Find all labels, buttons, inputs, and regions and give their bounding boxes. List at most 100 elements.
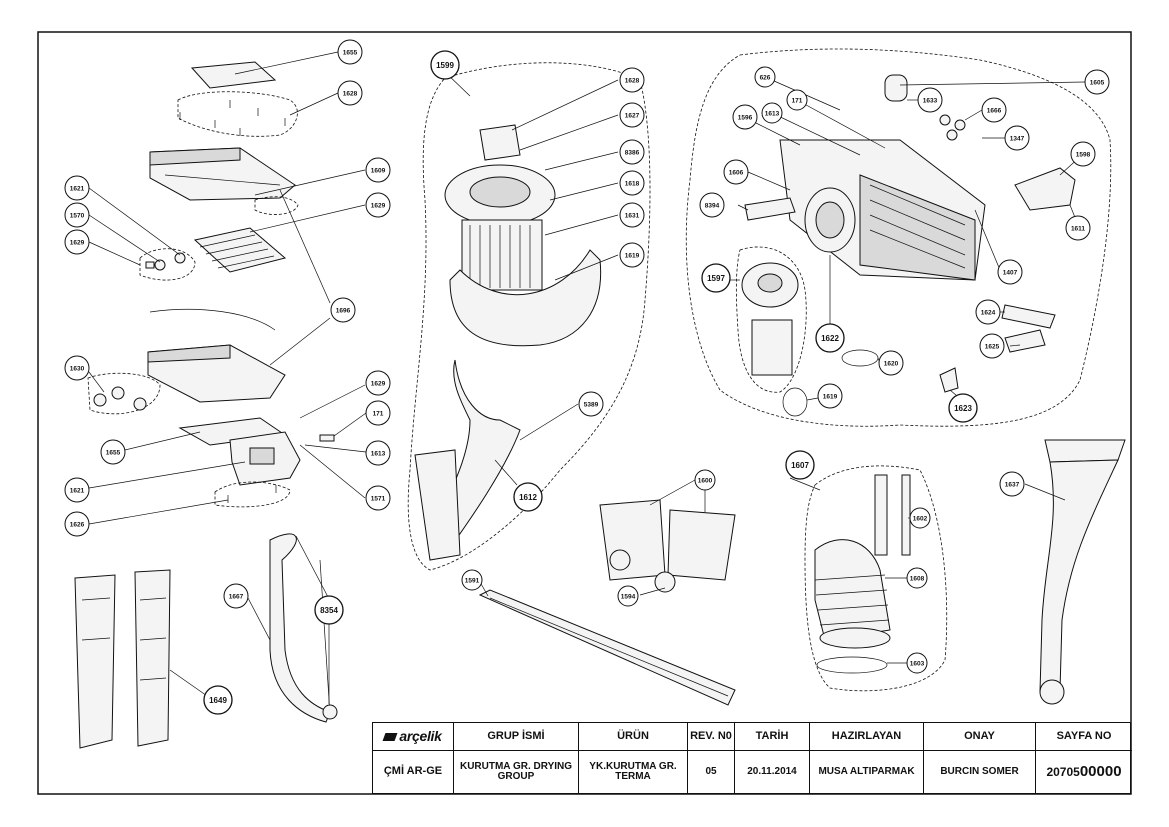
- svg-text:8386: 8386: [625, 150, 640, 157]
- fan-leaders: [444, 71, 619, 486]
- svg-text:1621: 1621: [70, 186, 85, 193]
- callout-1666: 1666: [981, 97, 1007, 123]
- part-hinge-brackets: [599, 479, 736, 596]
- part-pin-sensor: [304, 412, 367, 453]
- svg-text:1613: 1613: [371, 451, 386, 458]
- svg-text:1620: 1620: [884, 361, 899, 368]
- callout-1607: 1607: [785, 450, 815, 480]
- svg-text:1622: 1622: [821, 334, 839, 343]
- svg-text:1696: 1696: [336, 308, 351, 315]
- callout-1600: 1600: [694, 469, 716, 491]
- callout-1655a: 1655: [337, 39, 363, 65]
- callout-1633: 1633: [917, 87, 943, 113]
- part-ring-terminals: [87, 371, 161, 415]
- part-support-rail: [478, 581, 736, 706]
- callout-1667: 1667: [223, 583, 249, 609]
- svg-text:1626: 1626: [70, 522, 85, 529]
- callout-8354: 8354: [314, 595, 344, 625]
- svg-text:1630: 1630: [70, 366, 85, 373]
- callout-8394: 8394: [699, 192, 725, 218]
- header-rev: REV. N0: [688, 723, 735, 751]
- callout-1629c: 1629: [365, 370, 391, 396]
- callout-1619a: 1619: [619, 242, 645, 268]
- svg-text:1599: 1599: [436, 61, 454, 70]
- svg-text:5389: 5389: [584, 402, 599, 409]
- part-small-fan: [735, 246, 807, 393]
- part-screw-group-bottom: [88, 481, 291, 525]
- svg-text:1655: 1655: [106, 450, 121, 457]
- svg-text:1619: 1619: [823, 394, 838, 401]
- callout-1630: 1630: [64, 355, 90, 381]
- part-screw-group-top: [177, 91, 339, 137]
- svg-text:1603: 1603: [910, 661, 925, 668]
- part-heat-exchanger: [779, 139, 986, 281]
- callout-1347: 1347: [1004, 125, 1030, 151]
- svg-text:1613: 1613: [765, 111, 780, 118]
- svg-text:1611: 1611: [1071, 226, 1085, 233]
- svg-text:1597: 1597: [707, 274, 725, 283]
- callout-1571: 1571: [365, 485, 391, 511]
- part-fan-motor: [444, 124, 556, 291]
- svg-text:1612: 1612: [519, 493, 537, 502]
- callout-1627: 1627: [619, 102, 645, 128]
- part-air-duct: [1024, 439, 1126, 705]
- brand-mark-icon: [382, 732, 398, 741]
- callout-1570: 1570: [64, 202, 90, 228]
- svg-text:1625: 1625: [985, 344, 1000, 351]
- value-approval: BURCIN SOMER: [924, 751, 1036, 793]
- callout-1613a: 1613: [365, 440, 391, 466]
- svg-text:1596: 1596: [738, 115, 753, 122]
- svg-text:1629: 1629: [371, 203, 386, 210]
- svg-text:1633: 1633: [923, 98, 938, 105]
- svg-text:1407: 1407: [1003, 270, 1018, 277]
- header-prepared: HAZIRLAYAN: [810, 723, 924, 751]
- svg-text:1629: 1629: [371, 381, 386, 388]
- callout-1696: 1696: [330, 297, 356, 323]
- svg-text:1666: 1666: [987, 108, 1002, 115]
- callout-1611: 1611: [1065, 215, 1091, 241]
- svg-text:1621: 1621: [70, 488, 85, 495]
- exchanger-leaders: [730, 76, 1086, 402]
- svg-text:1609: 1609: [371, 168, 386, 175]
- header-page: SAYFA NO: [1036, 723, 1132, 751]
- svg-text:1655: 1655: [343, 50, 358, 57]
- svg-text:171: 171: [373, 411, 384, 418]
- callout-1407: 1407: [997, 259, 1023, 285]
- exchanger-assembly-boundary: [685, 48, 1112, 427]
- callout-1622: 1622: [815, 323, 845, 353]
- svg-text:1637: 1637: [1005, 482, 1020, 489]
- svg-text:1605: 1605: [1090, 80, 1105, 87]
- value-product: YK.KURUTMA GR. TERMA: [579, 751, 688, 793]
- callout-1598: 1598: [1070, 141, 1096, 167]
- header-approval: ONAY: [924, 723, 1036, 751]
- svg-text:171: 171: [792, 98, 803, 105]
- callout-1628a: 1628: [337, 80, 363, 106]
- callout-1620: 1620: [878, 350, 904, 376]
- header-group: GRUP İSMİ: [454, 723, 579, 751]
- part-blower-housing-small: [88, 431, 366, 499]
- callout-1618: 1618: [619, 170, 645, 196]
- svg-text:1594: 1594: [621, 594, 636, 601]
- callout-1629b: 1629: [64, 229, 90, 255]
- callout-1603: 1603: [906, 652, 928, 674]
- callout-1608: 1608: [906, 567, 928, 589]
- svg-text:8354: 8354: [320, 606, 338, 615]
- part-fan-duct: [414, 249, 602, 561]
- svg-text:1629: 1629: [70, 240, 85, 247]
- header-date: TARİH: [735, 723, 810, 751]
- part-drain-hose: [247, 533, 338, 723]
- svg-text:1608: 1608: [910, 576, 925, 583]
- value-prepared: MUSA ALTIPARMAK: [810, 751, 924, 793]
- svg-text:1628: 1628: [625, 78, 640, 85]
- fan-assembly-boundary: [407, 62, 651, 571]
- value-dept: ÇMİ AR-GE: [373, 751, 454, 793]
- callout-1606: 1606: [723, 159, 749, 185]
- svg-text:1623: 1623: [954, 404, 972, 413]
- callout-1596: 1596: [732, 104, 758, 130]
- value-date: 20.11.2014: [735, 751, 810, 793]
- callout-1591: 1591: [461, 569, 483, 591]
- callout-5389: 5389: [578, 391, 604, 417]
- svg-text:1347: 1347: [1010, 136, 1025, 143]
- callout-1625: 1625: [979, 333, 1005, 359]
- svg-text:1600: 1600: [698, 478, 713, 485]
